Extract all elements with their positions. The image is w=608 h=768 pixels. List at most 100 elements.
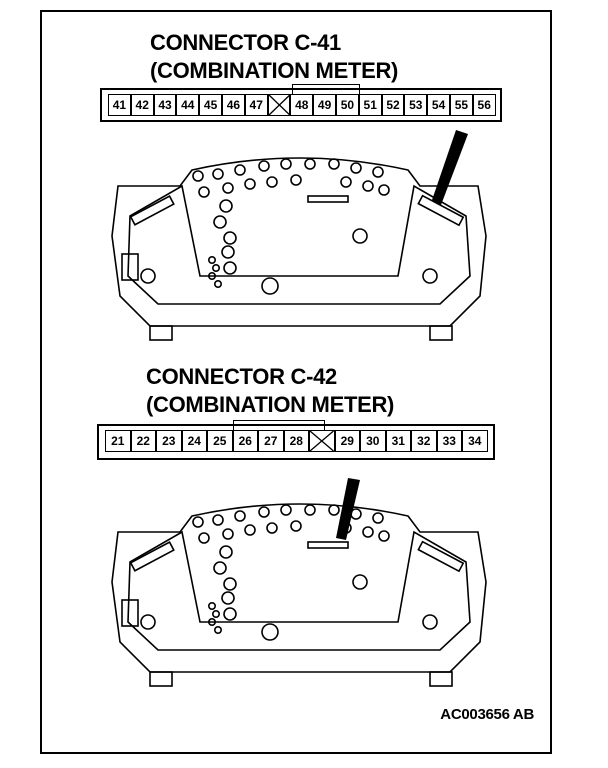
figure-code: AC003656 AB (440, 706, 534, 723)
indicator-lamp (328, 158, 340, 170)
connector-c42-title: CONNECTOR C-42 (146, 364, 337, 389)
indicator-lamp (223, 607, 237, 621)
pin-label: 22 (130, 430, 156, 452)
pin-label: 50 (336, 94, 359, 116)
diagram-frame (40, 10, 552, 754)
indicator-lamp (198, 186, 210, 198)
indicator-lamp (198, 532, 210, 544)
left-slot (129, 541, 175, 572)
indicator-lamp (219, 199, 233, 213)
right-slot (417, 540, 465, 573)
meter-inner-frame (127, 530, 471, 651)
indicator-lamp (280, 504, 292, 516)
small-lamp (208, 617, 217, 626)
indicator-lamp (219, 545, 233, 559)
cross-icon (309, 430, 334, 452)
pin-label: 56 (472, 94, 496, 116)
pin-label: 52 (381, 94, 405, 116)
small-lamp (214, 625, 223, 634)
pin-label: 55 (450, 94, 473, 116)
pin-label: 45 (199, 94, 222, 116)
indicator-lamp (223, 231, 237, 245)
pin-label: 43 (153, 94, 177, 116)
pin-label: 48 (290, 94, 314, 116)
indicator-lamp (192, 170, 204, 182)
meter-inner-frame (127, 184, 471, 305)
indicator-lamp (258, 506, 270, 518)
pin-label: 53 (404, 94, 428, 116)
connector-c42-subtitle: (COMBINATION METER) (146, 392, 395, 417)
indicator-lamp (304, 158, 316, 170)
pin-label: 42 (130, 94, 154, 116)
indicator-lamp (372, 512, 384, 524)
pin-label: 29 (334, 430, 360, 452)
meter-housing (111, 157, 487, 327)
pin-label: 44 (176, 94, 200, 116)
mounting-tab (429, 671, 453, 687)
center-slot (307, 541, 349, 549)
small-lamp (212, 609, 221, 618)
indicator-lamp (223, 577, 237, 591)
connector-block (121, 599, 139, 627)
pin-label: 23 (156, 430, 182, 452)
right-slot (417, 194, 465, 227)
indicator-lamp (140, 614, 156, 630)
connector-lock-outline (233, 420, 325, 430)
left-slot (129, 195, 175, 226)
indicator-lamp (213, 215, 227, 229)
indicator-lamp (261, 277, 279, 295)
indicator-lamp (258, 160, 270, 172)
connector-c41-title: CONNECTOR C-41 (150, 30, 341, 55)
empty-pin-cross (267, 94, 291, 116)
pin-label: 31 (385, 430, 411, 452)
cross-icon (268, 94, 290, 116)
indicator-lamp (140, 268, 156, 284)
indicator-lamp (192, 516, 204, 528)
connector-c41-subtitle: (COMBINATION METER) (150, 58, 399, 83)
pin-label: 25 (207, 430, 233, 452)
combination-meter-1-outline (111, 157, 487, 341)
indicator-lamp (328, 504, 340, 516)
indicator-lamp (304, 504, 316, 516)
indicator-lamp (222, 182, 234, 194)
center-slot (307, 195, 349, 203)
indicator-lamp (362, 526, 374, 538)
indicator-lamp (223, 261, 237, 275)
indicator-lamp (234, 164, 246, 176)
indicator-lamp (212, 168, 224, 180)
indicator-lamp (280, 158, 292, 170)
pin-label: 28 (283, 430, 309, 452)
pin-label: 32 (411, 430, 437, 452)
pin-label: 26 (232, 430, 258, 452)
combination-meter-2-outline (111, 503, 487, 687)
indicator-lamp (222, 528, 234, 540)
indicator-lamp (340, 176, 352, 188)
indicator-lamp (352, 228, 368, 244)
indicator-lamp (350, 162, 362, 174)
pin-label: 30 (360, 430, 386, 452)
indicator-lamp (362, 180, 374, 192)
pin-label: 24 (181, 430, 207, 452)
indicator-lamp (290, 520, 302, 532)
small-lamp (208, 255, 217, 264)
indicator-lamp (422, 268, 438, 284)
pin-label: 27 (258, 430, 284, 452)
pin-label: 21 (105, 430, 131, 452)
empty-pin-cross (309, 430, 335, 452)
small-lamp (214, 279, 223, 288)
pointer-arrow-1 (432, 130, 468, 205)
mounting-tab (429, 325, 453, 341)
indicator-lamp (234, 510, 246, 522)
indicator-lamp (372, 166, 384, 178)
indicator-lamp (266, 176, 278, 188)
pin-label: 46 (222, 94, 245, 116)
indicator-lamp (290, 174, 302, 186)
pin-label: 41 (108, 94, 131, 116)
indicator-lamp (422, 614, 438, 630)
indicator-lamp (221, 245, 235, 259)
connector-lock-outline (292, 84, 360, 94)
connector-block (121, 253, 139, 281)
